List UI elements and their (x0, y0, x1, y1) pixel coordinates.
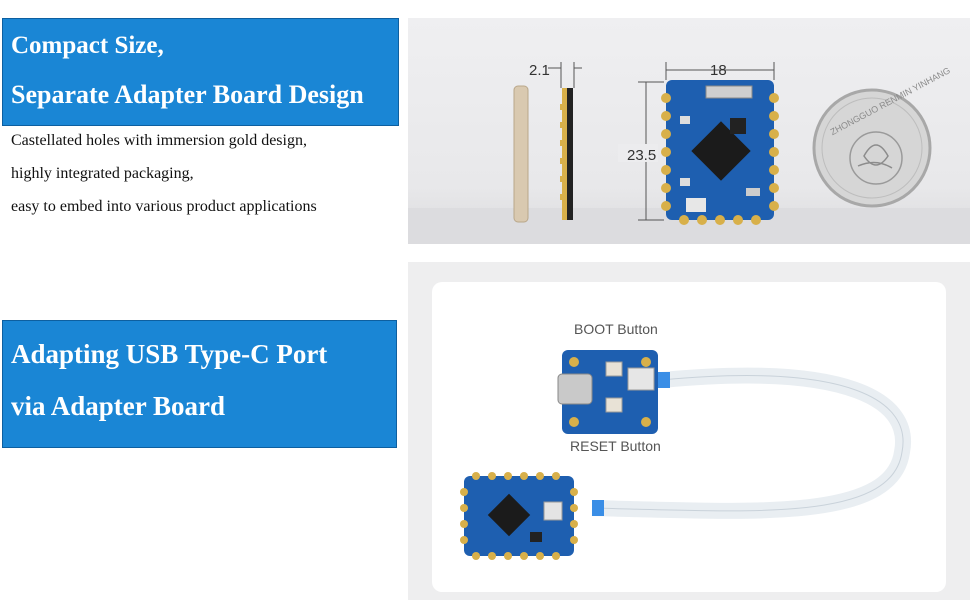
banner-compact-size: Compact Size, Separate Adapter Board Des… (2, 18, 399, 126)
adapter-illustration (460, 350, 912, 560)
adapter-board-photo: BOOT Button RESET Button (408, 262, 970, 600)
banner-title-line2: Separate Adapter Board Design (11, 80, 364, 109)
banner-title-line2: via Adapter Board (11, 391, 226, 421)
coin: ZHONGGUO RENMIN YINHANG (812, 65, 952, 208)
reset-button (605, 397, 623, 413)
boot-button (605, 361, 623, 377)
board-dimensions-photo: 2.1 18 (408, 18, 970, 244)
usb-type-c-port (557, 373, 593, 405)
product-card: BOOT Button RESET Button (432, 282, 946, 592)
main-board (460, 472, 578, 560)
banner-usb-type-c: Adapting USB Type-C Port via Adapter Boa… (2, 320, 397, 448)
adapter-board (557, 350, 658, 434)
banner-title-line1: Compact Size, (11, 32, 164, 59)
dimension-width: 18 (710, 62, 727, 79)
description-line1: Castellated holes with immersion gold de… (11, 132, 307, 149)
pcb-front (661, 80, 779, 225)
dimension-height: 23.5 (627, 147, 656, 164)
description-line3: easy to embed into various product appli… (11, 198, 317, 215)
dimension-thickness: 2.1 (529, 62, 550, 79)
boot-button-label: BOOT Button (574, 321, 658, 337)
description-line2: highly integrated packaging, (11, 165, 194, 182)
dimensions-illustration: 2.1 18 (408, 62, 970, 244)
reset-button-label: RESET Button (570, 438, 661, 454)
board-edge-left (513, 85, 529, 223)
banner-title-line1: Adapting USB Type-C Port (11, 339, 328, 369)
